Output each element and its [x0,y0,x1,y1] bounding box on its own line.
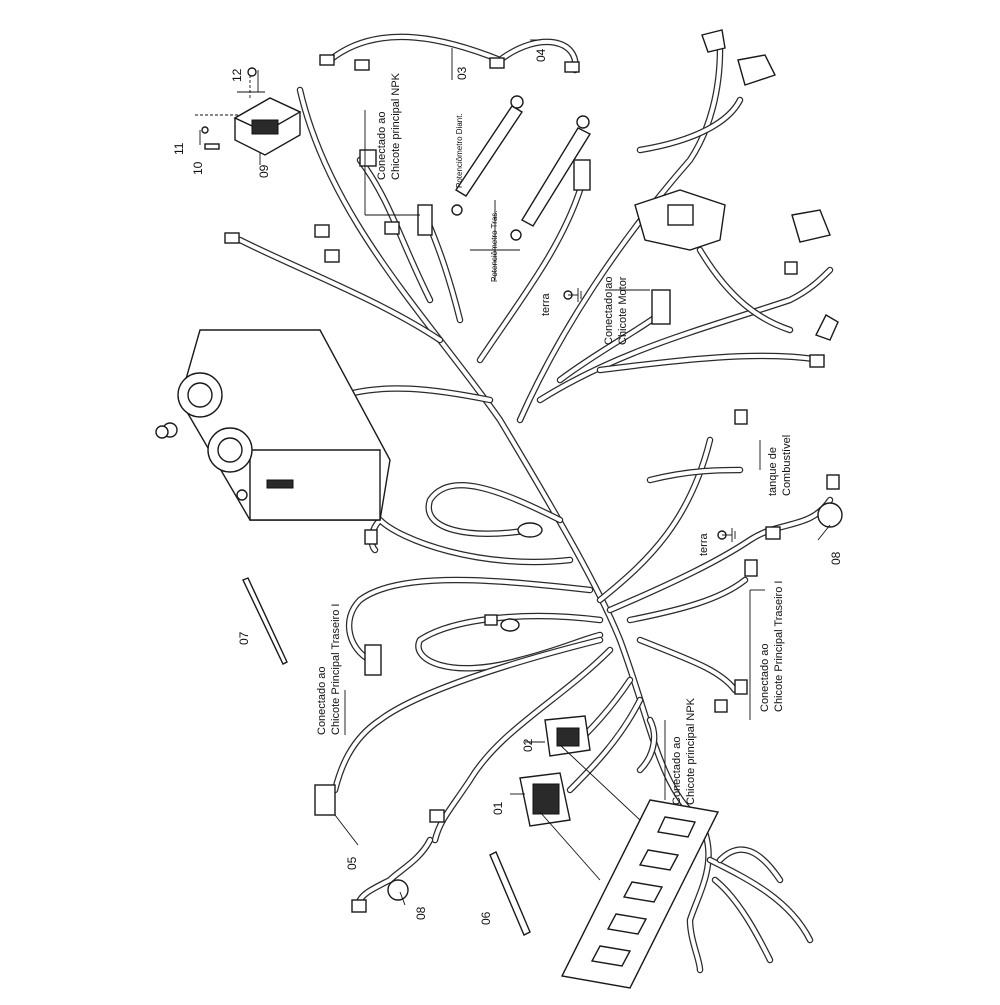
potentiometer-rear [510,115,591,241]
label-11: 11 [172,142,186,155]
pot-rear-label: Potenciômetro Tras. [490,210,499,282]
module-09-box [195,67,302,156]
traseiro-left-line1: Conectado ao [316,667,328,736]
electrical-box [162,329,391,521]
npk-bottom-line1: Conectado ao [671,737,683,806]
npk-bottom-line2: Chicote principal NPK [685,697,697,805]
control-panel-plate [560,799,720,989]
ground-symbols [568,288,736,542]
fuel-line2: Combustível [781,435,793,496]
label-07: 07 [237,631,251,645]
label-08-left: 08 [414,906,428,920]
leader-lines [199,39,831,906]
connector-plugs [155,54,843,913]
label-12: 12 [230,68,244,82]
potentiometer-front [451,95,524,216]
terra-label-1: terra [540,293,552,317]
label-06: 06 [479,911,493,925]
cable-tie-07 [242,577,288,665]
npk-top-line1: Conectado ao [376,112,388,181]
label-10: 10 [191,161,205,175]
engine-sensor-block [634,189,726,251]
traseiro-left-line2: Chicote Principal Traseiro I [330,604,342,735]
label-08-right: 08 [829,551,843,565]
fuel-line1: tanque de [767,447,779,496]
item-number-labels: 12 11 10 09 03 04 07 05 08 06 01 02 08 [172,48,843,925]
module-01 [519,772,571,827]
pot-front-label: Potenciômetro Diant. [455,113,464,188]
label-01: 01 [491,801,505,815]
label-05: 05 [345,856,359,870]
module-02 [544,715,591,757]
label-04: 04 [534,48,548,62]
traseiro-right-line1: Conectado ao [759,644,771,713]
motor-line2: Chicote Motor [617,276,629,345]
traseiro-right-line2: Chicote Principal Traseiro I [773,581,785,712]
cap-sensor-right [815,314,839,341]
wedge-sensor-top-right [701,29,831,243]
label-09: 09 [257,164,271,178]
label-02: 02 [521,738,535,752]
annotation-texts: Conectado ao Chicote principal NPK Poten… [316,72,793,805]
label-03: 03 [455,66,469,80]
cable-tie-06 [489,851,531,936]
npk-top-line2: Chicote principal NPK [390,72,402,180]
terra-label-2: terra [698,533,710,557]
motor-line1: Conectado ao [603,277,615,346]
